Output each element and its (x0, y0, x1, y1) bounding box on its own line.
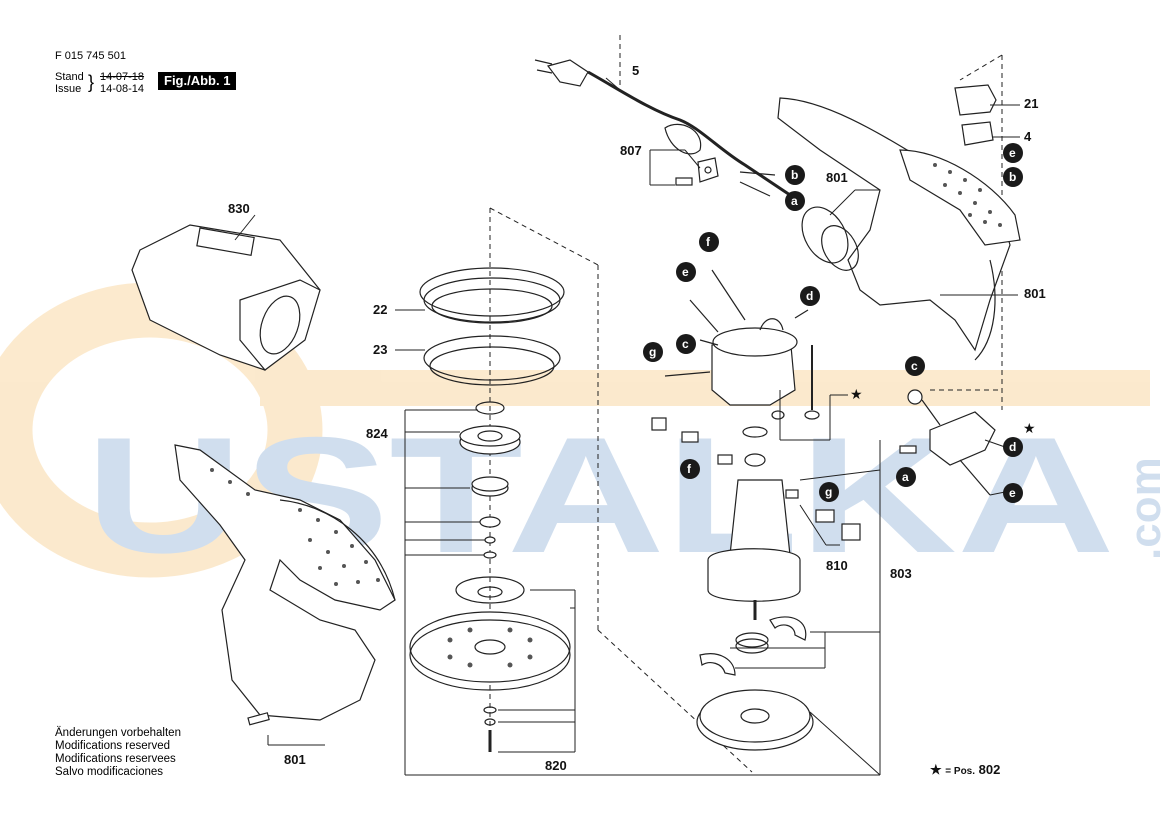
badge-d: d (806, 289, 813, 303)
carbon-brushes (651, 417, 861, 541)
field-coil (711, 318, 820, 420)
label-seal: 23 (373, 342, 387, 357)
badge-a: a (902, 470, 909, 484)
label-sanding-pad-set: 820 (545, 758, 567, 773)
star-marker: ★ (850, 386, 863, 402)
badge-b: b (791, 168, 798, 182)
issue-date: 14-08-14 (100, 83, 145, 95)
label-housing-a: 801 (826, 170, 848, 185)
badge-g: g (825, 485, 832, 499)
label-dust-box: 830 (228, 201, 250, 216)
label-bearing-set: 824 (366, 426, 388, 441)
housing-screw (247, 712, 270, 726)
seal-rings (419, 267, 565, 386)
badge-f: f (706, 235, 711, 249)
sanding-pad (409, 576, 571, 752)
stand-label: Stand (55, 71, 84, 83)
front-grip-dots (210, 468, 380, 586)
badge-b: b (1009, 170, 1016, 184)
label-switch-cap: 21 (1024, 96, 1038, 111)
note-line: Modifications reservees (55, 753, 176, 765)
modification-notes: Änderungen vorbehalten Modifications res… (55, 727, 181, 779)
legend-equals-text: = Pos. (945, 766, 976, 777)
electronic-module (899, 389, 996, 496)
legend-star: ★ (930, 762, 942, 777)
note-line: Änderungen vorbehalten (55, 727, 181, 739)
legend-position: 802 (978, 762, 1001, 777)
fan (696, 689, 814, 751)
badge-d: d (1009, 440, 1016, 454)
badge-f: f (687, 462, 692, 476)
pad-holes (447, 627, 533, 668)
badge-c: c (911, 359, 918, 373)
label-brush-holder: 810 (826, 558, 848, 573)
watermark-suffix: .com (1121, 457, 1169, 560)
badge-g: g (649, 345, 656, 359)
label-housing-screw: 801 (284, 752, 306, 767)
note-line: Modifications reserved (55, 740, 171, 752)
label-cord-clamp: 807 (620, 143, 642, 158)
switch-cap (954, 84, 997, 116)
part-number: F 015 745 501 (55, 50, 126, 62)
label-cord: 5 (632, 63, 639, 78)
star-legend: ★ = Pos. 802 (930, 762, 1000, 778)
badge-e: e (1009, 146, 1016, 160)
wires (664, 269, 809, 377)
label-armature-set: 803 (890, 566, 912, 581)
label-seal-ring: 22 (373, 302, 387, 317)
dust-box (131, 224, 321, 371)
armature (699, 426, 807, 676)
switch (961, 121, 994, 146)
badge-a: a (791, 194, 798, 208)
leader-lines (234, 77, 1020, 776)
badge-e: e (1009, 486, 1016, 500)
star-marker: ★ (1023, 420, 1036, 436)
badge-e: e (682, 265, 689, 279)
label-switch: 4 (1024, 129, 1032, 144)
issue-label: Issue (55, 83, 82, 95)
note-line: Salvo modificaciones (55, 766, 164, 778)
rear-housing (777, 97, 1021, 361)
brace-glyph: } (88, 72, 95, 92)
front-housing (174, 444, 396, 721)
wire-badges: b a e b f e d c g c d a e f g (643, 143, 1023, 503)
figure-label: Fig./Abb. 1 (158, 72, 237, 90)
badge-c: c (682, 337, 689, 351)
power-cord (534, 59, 791, 197)
bearing-set-parts (459, 401, 521, 559)
label-housing-b: 801 (1024, 286, 1046, 301)
cord-clamp (675, 157, 719, 186)
stand-date: 14-07-18 (100, 71, 145, 83)
housing-grip-dots (933, 163, 1002, 227)
